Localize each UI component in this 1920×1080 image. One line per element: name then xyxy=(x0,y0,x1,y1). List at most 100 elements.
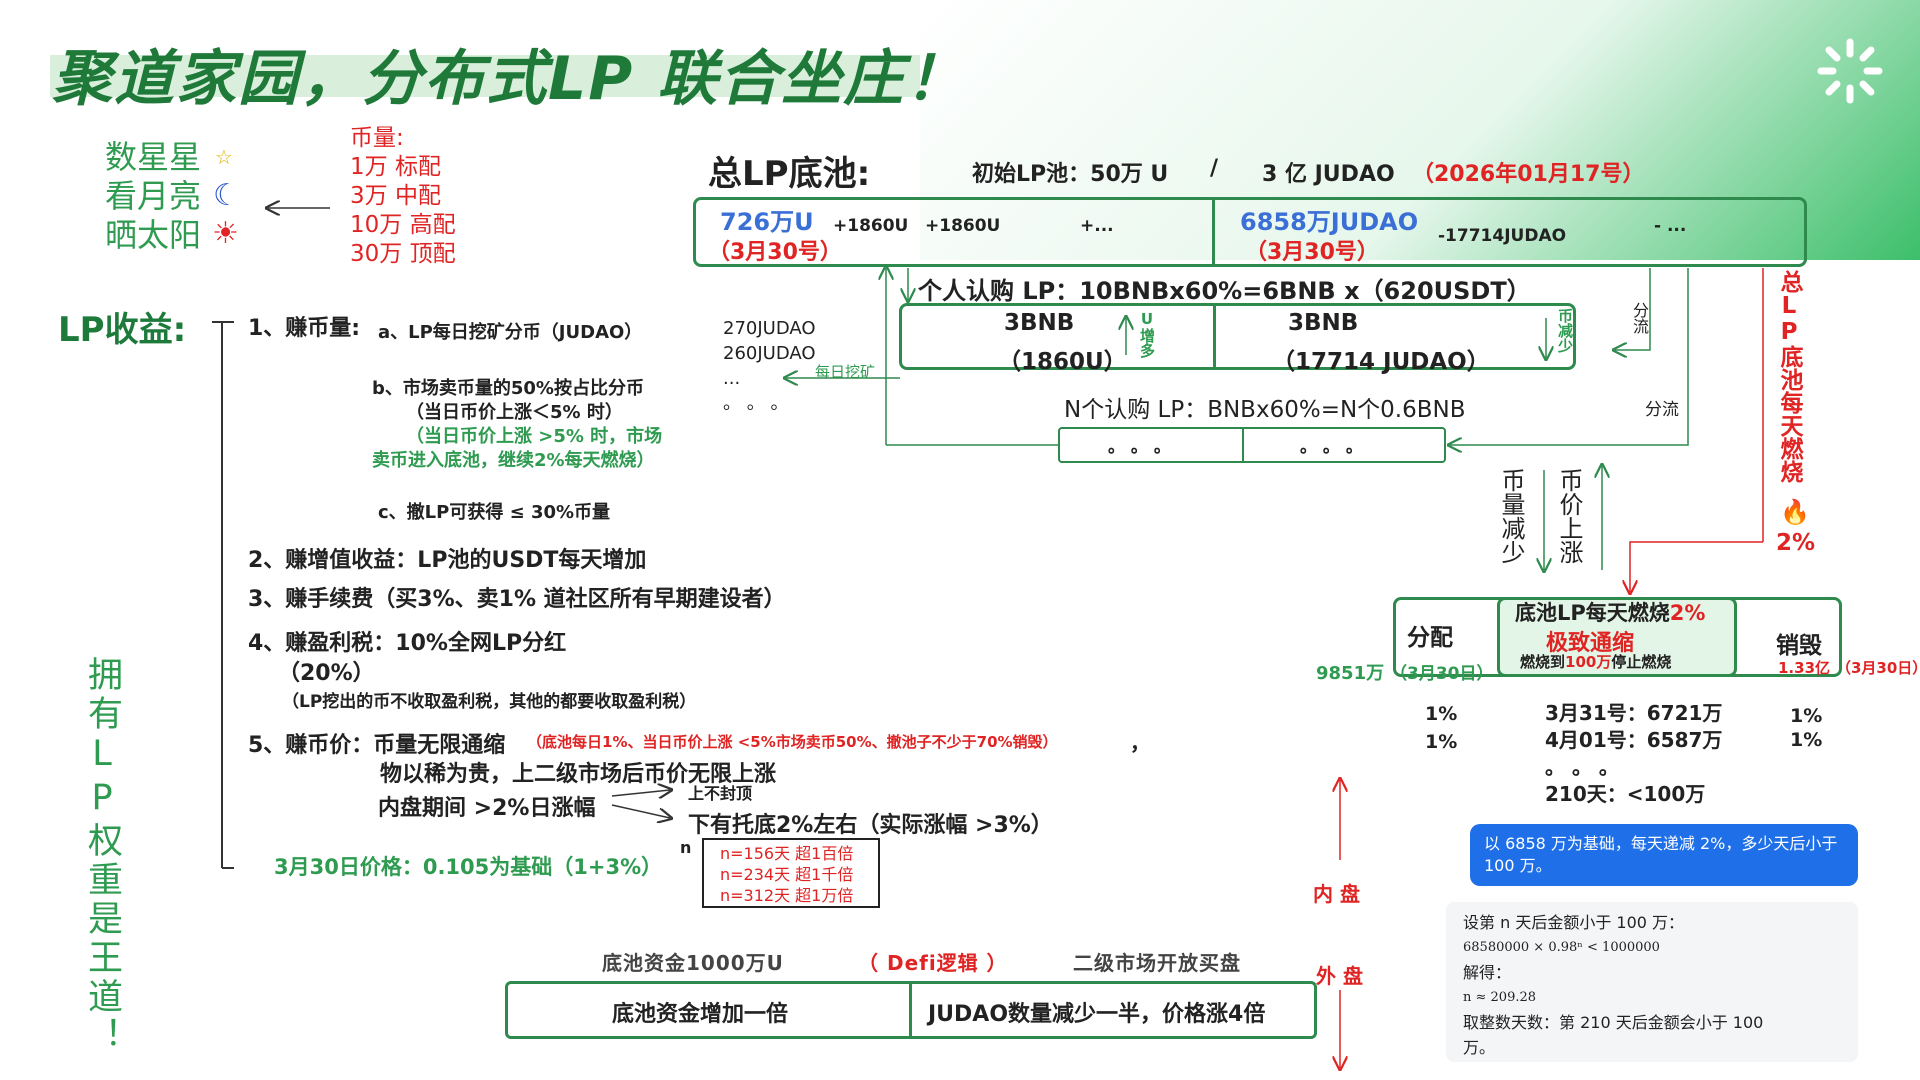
income-item-1: 1、赚币量: xyxy=(248,316,361,341)
distribute-pct: 1% xyxy=(1425,731,1458,753)
usdt-increment: +... xyxy=(1080,216,1114,236)
burn-schedule: 3月31号：6721万 4月01号：6587万 。 。 。 210天：<100万 xyxy=(1545,700,1722,808)
burn-pool-title-text: 底池LP每天燃烧 xyxy=(1515,601,1670,625)
defi-logic: （ Defi逻辑 ） xyxy=(858,951,1008,975)
burn-vertical: 总LP底池每天燃烧 xyxy=(1776,270,1802,483)
income-item-4: 4、赚盈利税：10%全网LP分红 xyxy=(248,631,567,656)
brand-logo-icon xyxy=(1817,38,1883,104)
destroy-pcts: 1% 1% xyxy=(1790,704,1822,752)
destroy-pct: 1% xyxy=(1790,729,1823,751)
destroy-pct: 1% xyxy=(1790,705,1823,727)
no-ceiling: 上不封顶 xyxy=(688,784,753,803)
star-icon: ☆ xyxy=(215,145,233,169)
title-highlight xyxy=(50,55,920,97)
sun-icon: ☀ xyxy=(212,216,239,251)
quantity-item: 3万 中配 xyxy=(350,183,441,209)
price-up-label: 币价上涨 xyxy=(1555,468,1583,564)
usdt-increment: +1860U xyxy=(925,216,1001,236)
income-item-1b-note2: 卖币进入底池，继续2%每天燃烧） xyxy=(372,450,655,471)
income-item-5-line2: 物以稀为贵，上二级市场后币价无限上涨 xyxy=(380,762,777,787)
pool-usdt-date: （3月30号） xyxy=(708,240,842,265)
distribute-pcts: 1% 1% xyxy=(1425,700,1457,756)
answer-line: 解得： xyxy=(1463,963,1512,982)
bnb-right: 3BNB xyxy=(1288,310,1359,336)
income-item-5: 5、赚币价：币量无限通缩 xyxy=(248,733,506,758)
page-title: 聚道家园，分布式LP 联合坐庄！ xyxy=(52,44,968,114)
lp-income-title: LP收益: xyxy=(58,310,187,350)
schedule-row: 210天：<100万 xyxy=(1545,782,1706,806)
pool-judao: 6858万JUDAO xyxy=(1240,208,1419,236)
income-item-2: 2、赚增值收益：LP池的USDT每天增加 xyxy=(248,548,647,573)
distribute-amount: 9851万 xyxy=(1316,663,1385,684)
judao-decrement: -17714JUDAO xyxy=(1438,226,1567,246)
bnb-box xyxy=(899,303,1576,370)
multiplier-row: n=156天 超1百倍 xyxy=(720,844,854,863)
income-item-1b: b、市场卖币量的50%按占比分币 xyxy=(372,378,644,399)
split-label: 分流 xyxy=(1630,302,1649,334)
pool-box xyxy=(693,197,1807,267)
distribute-pct: 1% xyxy=(1425,703,1458,725)
income-item-1a: a、LP每日挖矿分币（JUDAO） xyxy=(378,322,643,343)
income-item-5-comma: ， xyxy=(1130,731,1150,755)
tier-label: 晒太阳 xyxy=(105,216,202,254)
header-gradient xyxy=(920,0,1920,260)
income-item-4-pct: （20%） xyxy=(278,661,375,686)
bnb-left-usdt: （1860U） xyxy=(998,349,1127,375)
burn-inner-box xyxy=(1497,597,1737,677)
burn-pct: 2% xyxy=(1776,530,1816,556)
destroy-date: （3月30日） xyxy=(1836,659,1920,677)
tier-label: 看月亮 xyxy=(105,177,202,215)
split-label-2: 分流 xyxy=(1645,400,1679,420)
quantity-item: 30万 顶配 xyxy=(350,241,456,267)
inner-rise: 内盘期间 >2%日涨幅 xyxy=(378,796,596,821)
answer-line: 万。 xyxy=(1463,1038,1496,1057)
bnb-divider xyxy=(1213,303,1216,370)
answer-line: 取整数天数：第 210 天后金额会小于 100 xyxy=(1463,1013,1764,1032)
multiplier-row: n=234天 超1千倍 xyxy=(720,865,854,884)
moon-icon: ☾ xyxy=(213,178,240,213)
pool-usdt: 726万U xyxy=(720,208,814,236)
burn-pool-title: 底池LP每天燃烧2% xyxy=(1515,597,1705,627)
multiplier-table: n=156天 超1百倍 n=234天 超1千倍 n=312天 超1万倍 xyxy=(702,838,880,908)
income-item-1c: c、撤LP可获得 ≤ 30%币量 xyxy=(378,502,611,523)
pool-double: 底池资金增加一倍 xyxy=(612,1002,789,1027)
multiplier-row: n=312天 超1万倍 xyxy=(720,886,854,905)
pool-fund: 底池资金1000万U xyxy=(602,951,784,975)
income-item-3: 3、赚手续费（买3%、卖1% 道社区所有早期建设者） xyxy=(248,587,786,612)
inner-market-label: 内 盘 xyxy=(1313,882,1360,906)
judao-halve: JUDAO数量减少一半，价格涨4倍 xyxy=(928,1002,1266,1027)
price-base: 3月30日价格：0.105为基础（1+3%） xyxy=(274,855,663,879)
u-increase: U增多 xyxy=(1138,310,1156,358)
pool-divider xyxy=(1212,197,1215,267)
income-item-5-note: （底池每日1%、当日币价上涨 <5%市场卖币50%、撤池子不少于70%销毁） xyxy=(527,733,1058,751)
burn-stop: 燃烧到100万停止燃烧 xyxy=(1520,651,1671,672)
answer-formula: 68580000 × 0.98ⁿ < 1000000 xyxy=(1463,940,1660,955)
answer-formula: n ≈ 209.28 xyxy=(1463,990,1537,1005)
quantity-list: 币量: 1万 标配 3万 中配 10万 高配 30万 顶配 xyxy=(350,124,456,269)
mining-item: 270JUDAO xyxy=(723,318,816,339)
chat-answer-card xyxy=(1446,902,1858,1062)
income-item-4-note: （LP挖出的币不收取盈利税，其他的都要收取盈利税） xyxy=(282,692,697,712)
outer-market-label: 外 盘 xyxy=(1316,964,1363,988)
n-lp: N个认购 LP：BNBx60%=N个0.6BNB xyxy=(1064,397,1466,423)
mining-item: 260JUDAO xyxy=(723,343,816,364)
n-label: n xyxy=(680,838,692,857)
usdt-increment: +1860U xyxy=(833,216,909,236)
chat-answer: 设第 n 天后金额小于 100 万： 68580000 × 0.98ⁿ < 10… xyxy=(1463,910,1763,1060)
schedule-row: 4月01号：6587万 xyxy=(1545,728,1723,752)
secondary-market: 二级市场开放买盘 xyxy=(1073,951,1241,975)
bnb-left: 3BNB xyxy=(1004,310,1075,336)
tier-label: 数星星 xyxy=(105,138,202,176)
n-lp-box xyxy=(1058,427,1446,463)
quantity-item: 1万 标配 xyxy=(350,154,441,180)
mining-item: ... xyxy=(723,368,741,389)
mining-label: 每日挖矿 xyxy=(815,363,876,381)
initial-pool: 初始LP池：50万 U xyxy=(972,162,1169,187)
distribute-date: （3月30日） xyxy=(1390,664,1494,684)
burn-stop-text: 燃烧到 xyxy=(1520,653,1566,671)
extreme-deflation: 极致通缩 xyxy=(1546,631,1635,656)
pool-judao-date: （3月30号） xyxy=(1245,240,1379,265)
income-item-1b-cond: （当日币价上涨＜5% 时） xyxy=(406,402,623,423)
coin-less-label: 币量减少 xyxy=(1497,468,1525,564)
